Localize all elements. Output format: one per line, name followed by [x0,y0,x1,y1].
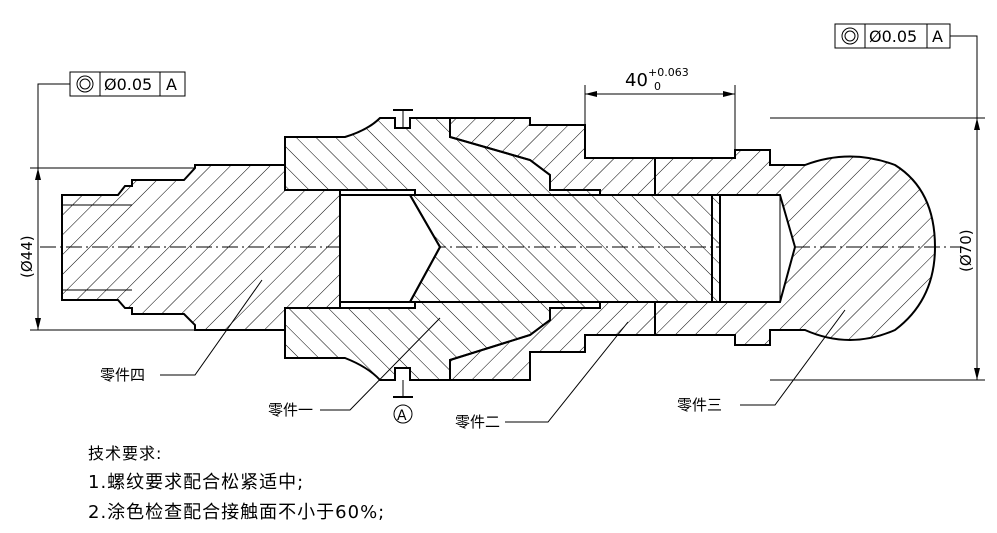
left-diameter-text: (Ø44) [18,235,36,278]
datum-a-top [393,109,413,128]
part3-leader: 零件三 [677,309,846,414]
part4-label: 零件四 [100,366,145,384]
length-lower: 0 [654,80,661,93]
part3-bore [719,194,797,303]
notes-item-1: 1.螺纹要求配合松紧适中; [88,472,305,493]
part2-sleeve [449,117,656,196]
part2-sleeve-lower [449,301,656,381]
part2-leader: 零件二 [455,321,629,431]
part4-leader: 零件四 [100,279,263,384]
left-tolerance-frame: Ø0.05 A [37,71,186,168]
part1-leader: 零件一 [268,317,441,419]
left-tolerance-datum: A [166,75,177,94]
part1-shaft [408,194,721,303]
left-tolerance-value: Ø0.05 [104,75,152,94]
part1-label: 零件一 [268,401,313,419]
length-upper: +0.063 [648,66,689,79]
length-nominal: 40 [625,70,648,91]
right-tolerance-value: Ø0.05 [869,27,917,46]
length-dimension: 40 +0.063 0 [584,66,736,150]
notes-title: 技术要求: [88,444,163,463]
left-diameter-dimension: (Ø44) [18,167,195,331]
datum-a-label: A [397,408,407,424]
notes-item-2: 2.涂色检查配合接触面不小于60%; [88,502,386,523]
technical-requirements: 技术要求: 1.螺纹要求配合松紧适中; 2.涂色检查配合接触面不小于60%; [88,440,385,524]
part2-label: 零件二 [455,413,500,431]
right-tolerance-frame: Ø0.05 A [834,23,978,118]
part3-label: 零件三 [677,396,722,414]
right-tolerance-datum: A [932,27,943,46]
datum-a-bottom: A [393,380,413,424]
right-diameter-text: (Ø70) [957,229,975,272]
right-diameter-dimension: (Ø70) [770,117,985,381]
